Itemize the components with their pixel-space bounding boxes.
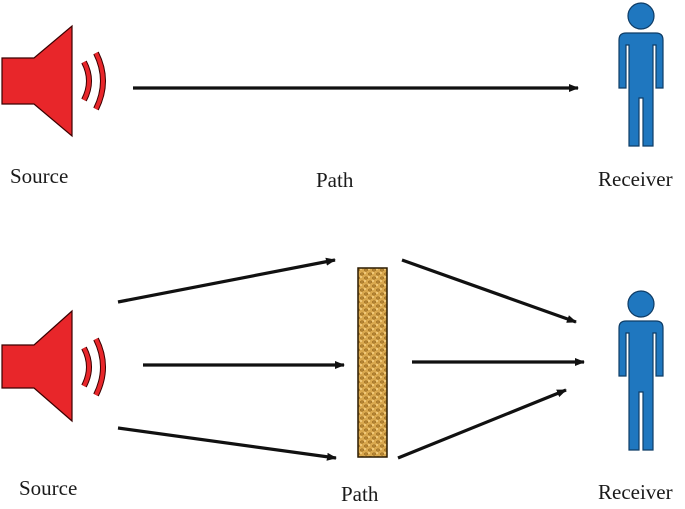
top-receiver-label: Receiver <box>598 167 673 191</box>
top-source-label: Source <box>10 164 69 188</box>
barrier-panel <box>357 267 388 458</box>
speaker-icon <box>1 24 106 138</box>
top-scenario <box>1 2 664 147</box>
top-path-label: Path <box>316 168 354 192</box>
bottom-scenario <box>1 257 664 461</box>
bottom-path-label: Path <box>341 482 379 506</box>
person-icon <box>618 2 664 147</box>
bottom-source-label: Source <box>19 476 78 500</box>
speaker-icon <box>1 309 106 423</box>
person-icon <box>618 290 664 451</box>
path-arrow-upper <box>117 257 336 304</box>
exit-arrow-upper <box>401 258 577 324</box>
path-arrow-lower <box>117 426 337 461</box>
bottom-receiver-label: Receiver <box>598 480 673 504</box>
exit-arrow-lower <box>397 388 567 460</box>
